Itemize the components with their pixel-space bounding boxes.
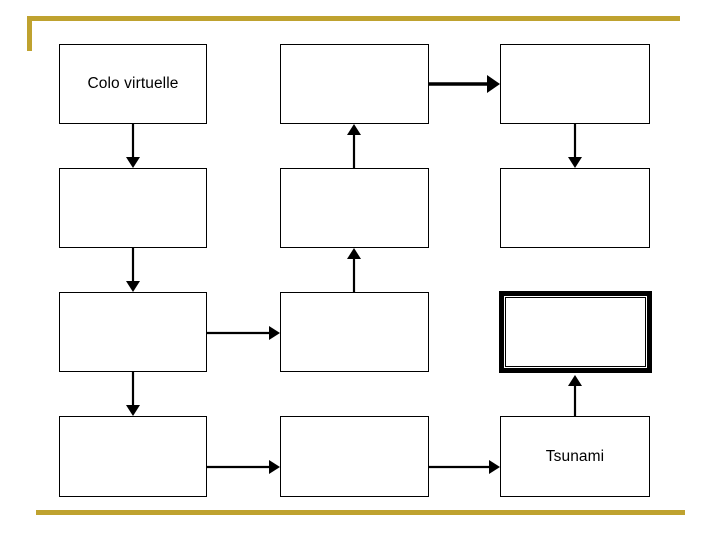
connector-r3c1-to-r4c1 [119,358,147,430]
flowchart-node-r1c3[interactable] [500,44,650,124]
flowchart-node-r2c3[interactable] [500,168,650,248]
flowchart-node-r4c2[interactable] [280,416,429,497]
connector-r2c2-to-r1c2 [340,110,368,182]
connector-r4c1-to-r4c2 [193,453,294,481]
connector-r3c1-to-r3c2 [193,319,294,347]
connector-r4c2-to-r4c3 [415,453,514,481]
connector-r1c2-to-r1c3 [415,70,514,98]
left-accent-rule [27,16,32,51]
flowchart-node-r3c1[interactable] [59,292,207,372]
flowchart-node-r1c1[interactable]: Colo virtuelle [59,44,207,124]
flowchart-node-r4c1[interactable] [59,416,207,497]
connector-r2c1-to-r3c1 [119,234,147,306]
flowchart-node-r3c2[interactable] [280,292,429,372]
flowchart-node-label: Colo virtuelle [87,75,179,93]
flowchart-node-r3c3[interactable] [499,291,652,373]
connector-r1c1-to-r2c1 [119,110,147,182]
flowchart-node-r4c3[interactable]: Tsunami [500,416,650,497]
connector-r1c3-to-r2c3 [561,110,589,182]
flowchart-node-r2c2[interactable] [280,168,429,248]
flowchart-node-r2c1[interactable] [59,168,207,248]
bottom-accent-rule [36,510,685,515]
top-accent-rule [27,16,680,21]
flowchart-node-r1c2[interactable] [280,44,429,124]
connector-r4c3-to-r3c3 [561,361,589,430]
connector-r3c2-to-r2c2 [340,234,368,306]
flowchart-node-label: Tsunami [545,447,605,465]
